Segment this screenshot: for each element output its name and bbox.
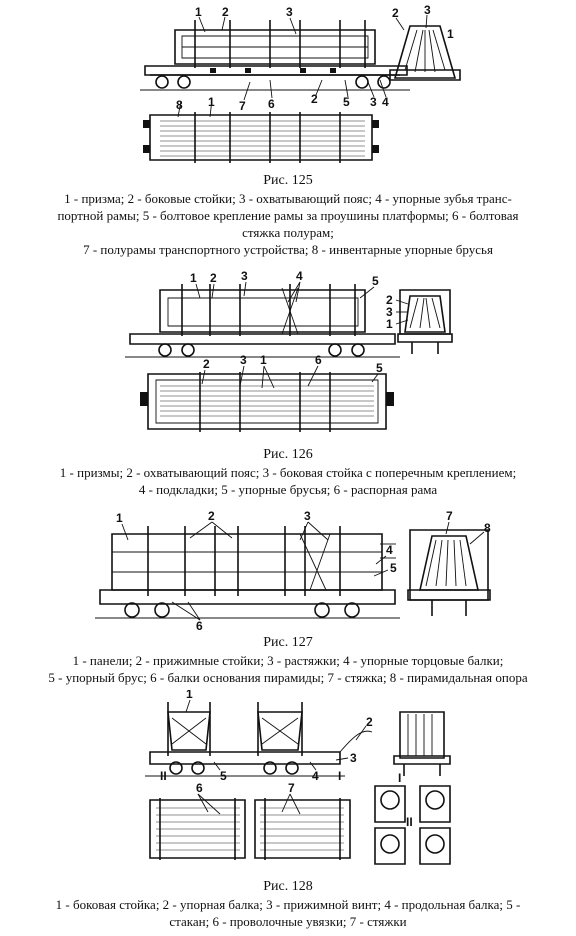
caption-line: 5 - упорный брус; 6 - балки основания пи… — [48, 670, 528, 685]
fig125-label-1: 1 — [195, 5, 202, 19]
fig126-plan-view — [140, 372, 394, 432]
fig128-label-3: 3 — [350, 751, 357, 765]
fig125-labels: 1 2 3 2 3 1 7 6 2 5 3 4 8 1 — [176, 3, 454, 113]
fig125-label-3: 3 — [286, 5, 293, 19]
fig127-label-5: 5 — [390, 561, 397, 575]
fig128-plan-view — [150, 798, 350, 860]
figure-127-drawing: 1 2 3 4 5 6 7 8 — [0, 504, 576, 634]
fig127-side-view — [95, 526, 400, 618]
figure-126-title: Рис. 126 — [263, 447, 313, 462]
figure-128-title: Рис. 128 — [263, 879, 313, 894]
fig125-label-3b: 3 — [424, 3, 431, 17]
figure-126-drawing: 1 2 3 4 5 2 3 1 2 3 1 6 5 — [0, 262, 576, 444]
fig128-labels: 1 2 3 4 5 6 7 I I II II — [160, 690, 413, 829]
fig126-label-2b: 2 — [386, 293, 393, 307]
figure-127-caption: 1 - панели; 2 - прижимные стойки; 3 - ра… — [0, 652, 576, 686]
fig128-label-I-detail: I — [398, 771, 401, 785]
fig128-label-6: 6 — [196, 781, 203, 795]
fig125-label-1b: 1 — [447, 27, 454, 41]
caption-line: портной рамы; 5 - болтовое крепление рам… — [57, 208, 519, 223]
fig126-label-3: 3 — [241, 269, 248, 283]
fig127-label-4: 4 — [386, 543, 393, 557]
fig125-label-5: 5 — [343, 95, 350, 109]
fig126-label-2c: 2 — [203, 357, 210, 371]
fig128-detail-views — [375, 786, 450, 864]
fig125-label-2b: 2 — [392, 6, 399, 20]
caption-line: 1 - боковая стойка; 2 - упорная балка; 3… — [55, 897, 521, 912]
fig128-label-II: II — [160, 769, 167, 783]
fig126-label-3b: 3 — [386, 305, 393, 319]
fig128-side-view — [145, 702, 372, 776]
fig125-label-1c: 1 — [208, 95, 215, 109]
fig126-labels: 1 2 3 4 5 2 3 1 2 3 1 6 5 — [190, 269, 393, 375]
caption-line: 1 - панели; 2 - прижимные стойки; 3 - ра… — [72, 653, 504, 668]
caption-line: 1 - призмы; 2 - охватывающий пояс; 3 - б… — [59, 465, 517, 480]
fig125-plan-view — [143, 112, 379, 163]
fig125-label-8: 8 — [176, 98, 183, 112]
figure-125-drawing: 1 2 3 2 3 1 7 6 2 5 3 4 8 1 — [0, 0, 576, 170]
figure-126-caption: 1 - призмы; 2 - охватывающий пояс; 3 - б… — [0, 464, 576, 498]
fig128-label-I: I — [338, 769, 341, 783]
fig127-label-8: 8 — [484, 521, 491, 535]
fig126-label-3c: 3 — [240, 353, 247, 367]
fig128-label-1: 1 — [186, 690, 193, 701]
fig127-end-view — [408, 530, 490, 616]
fig126-end-view — [398, 290, 452, 354]
fig128-label-5: 5 — [220, 769, 227, 783]
figure-125-caption: 1 - призма; 2 - боковые стойки; 3 - охва… — [0, 190, 576, 258]
figure-128-drawing: 1 2 3 4 5 6 7 I I II II — [0, 690, 576, 876]
figure-128-caption: 1 - боковая стойка; 2 - упорная балка; 3… — [0, 896, 576, 930]
fig126-label-6: 6 — [315, 353, 322, 367]
fig126-label-1: 1 — [190, 271, 197, 285]
figure-127-title: Рис. 127 — [263, 635, 313, 650]
fig125-end-view — [390, 26, 460, 80]
fig125-label-6: 6 — [268, 97, 275, 111]
caption-line: стакан; 6 - проволочные увязки; 7 - стяж… — [169, 914, 407, 929]
fig127-label-2: 2 — [208, 509, 215, 523]
fig128-label-II-detail: II — [406, 815, 413, 829]
fig128-label-2: 2 — [366, 715, 373, 729]
figure-125-title: Рис. 125 — [263, 173, 313, 188]
fig125-label-4: 4 — [382, 95, 389, 109]
fig127-label-7: 7 — [446, 509, 453, 523]
fig126-label-1c: 1 — [260, 353, 267, 367]
fig125-label-7: 7 — [239, 99, 246, 113]
fig126-label-5b: 5 — [376, 361, 383, 375]
fig125-side-view — [140, 20, 410, 90]
fig126-label-5: 5 — [372, 274, 379, 288]
caption-line: 4 - подкладки; 5 - упорные брусья; 6 - р… — [138, 482, 438, 497]
fig127-label-3: 3 — [304, 509, 311, 523]
fig127-label-6: 6 — [196, 619, 203, 633]
caption-line: 1 - призма; 2 - боковые стойки; 3 - охва… — [64, 191, 512, 206]
caption-line: стяжка полурам; — [242, 225, 334, 240]
fig128-label-7: 7 — [288, 781, 295, 795]
caption-line: 7 - полурамы транспортного устройства; 8… — [83, 242, 493, 257]
fig128-label-4: 4 — [312, 769, 319, 783]
fig128-end-view — [394, 712, 450, 776]
fig125-label-2c: 2 — [311, 92, 318, 106]
fig127-labels: 1 2 3 4 5 6 7 8 — [116, 509, 491, 633]
fig125-label-3c: 3 — [370, 95, 377, 109]
fig127-label-1: 1 — [116, 511, 123, 525]
fig126-label-1b: 1 — [386, 317, 393, 331]
fig125-label-2: 2 — [222, 5, 229, 19]
fig126-label-4: 4 — [296, 269, 303, 283]
fig126-label-2: 2 — [210, 271, 217, 285]
fig126-side-view — [125, 284, 400, 357]
